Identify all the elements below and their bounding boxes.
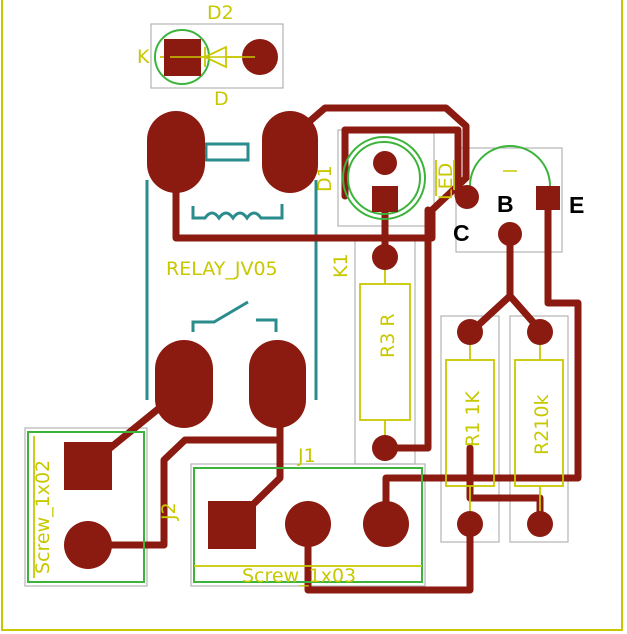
r2-pad-2 — [527, 511, 553, 537]
led-pad-anode — [373, 151, 397, 175]
track-emitter-to-j1 — [382, 192, 582, 528]
d2-pad-a — [242, 39, 278, 75]
relay-pad-com — [155, 340, 213, 428]
led-silk-marks — [435, 160, 455, 196]
track-j1-pin2-to-r1 — [304, 520, 474, 594]
led-body-inner — [347, 141, 421, 215]
transistor-pin-b-label: B — [497, 191, 514, 217]
j1-value-label: Screw_1x03 — [242, 565, 356, 587]
relay-pad-coil-1 — [147, 111, 205, 193]
transistor-pad-e — [536, 186, 560, 210]
j1-pad-3 — [363, 501, 409, 547]
r3-label: R3 R — [377, 313, 399, 358]
r2-label: R210k — [531, 395, 553, 455]
led-pad-cathode — [372, 186, 398, 212]
r3-pad-2 — [372, 435, 398, 461]
transistor-pad-c — [455, 185, 479, 209]
relay-coil-winding — [191, 204, 284, 221]
relay-ref-label: K1 — [330, 253, 352, 278]
led-value-label: LED — [435, 163, 457, 200]
r1-pad-2 — [457, 511, 483, 537]
r2-pad-1 — [527, 319, 553, 345]
j2-body — [27, 431, 145, 583]
d2-ref-label: D2 — [207, 2, 234, 24]
fab-outlines — [24, 23, 569, 587]
j1-pad-2 — [285, 501, 331, 547]
copper-pads — [64, 39, 560, 569]
relay-coil-symbol — [204, 142, 250, 162]
relay-body-graphic — [145, 142, 318, 400]
transistor-pin-e-label: E — [569, 192, 584, 218]
j2-pad-1 — [64, 442, 112, 490]
pad-marks — [170, 56, 517, 172]
transistor-pin-c-label: C — [453, 220, 470, 246]
j2-fab-outline — [24, 427, 148, 587]
r2-body — [514, 359, 564, 487]
d2-k-label: K — [137, 46, 150, 68]
relay-pad-no — [249, 340, 306, 428]
transistor-body-arc — [469, 145, 551, 187]
r3-pad-1 — [372, 244, 398, 270]
d2-fab-outline — [150, 23, 284, 89]
j2-value-label: Screw_1x02 — [32, 460, 54, 574]
d2-value-label: D — [214, 88, 229, 110]
j1-ref-label: J1 — [297, 445, 316, 467]
transistor-pad-b — [498, 222, 522, 246]
relay-value-label: RELAY_JV05 — [166, 258, 278, 280]
relay-pad-coil-2 — [262, 111, 318, 193]
green-outlines — [27, 29, 551, 583]
r1-label: R1 1K — [462, 391, 484, 447]
relay-switch-symbol — [191, 300, 278, 332]
j1-body — [193, 467, 423, 583]
r1-pad-1 — [457, 319, 483, 345]
track-relay-coil-to-led — [172, 104, 470, 242]
r2-fab-outline — [509, 315, 569, 543]
track-r3-bottom — [381, 206, 432, 452]
j2-pad-2 — [64, 521, 112, 569]
j1-pad-1 — [208, 501, 256, 549]
led-body-outer — [342, 136, 426, 220]
j2-ref-label: J2 — [158, 502, 180, 521]
led-ref-label: D1 — [314, 165, 336, 192]
